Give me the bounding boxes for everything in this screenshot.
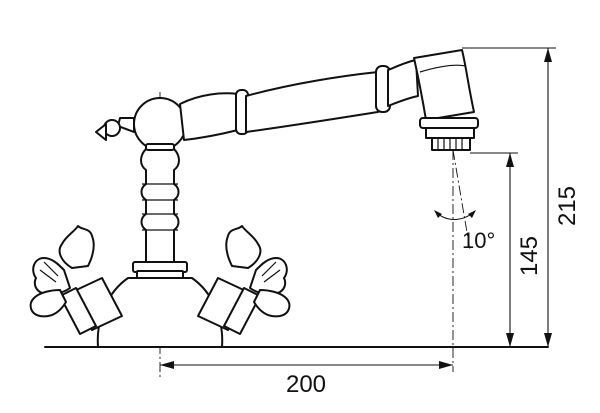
- angle-arc: [435, 211, 475, 221]
- left-cross-handle: [29, 225, 123, 335]
- total-height-label: 215: [554, 186, 581, 226]
- ball-head: [133, 97, 187, 151]
- spout-angle-label: 10°: [462, 228, 495, 253]
- spout-arm: [179, 59, 419, 141]
- central-column: [140, 145, 180, 263]
- right-cross-handle: [197, 225, 291, 335]
- width-label: 200: [286, 371, 326, 398]
- base-collar-lower: [136, 270, 184, 279]
- neck-ring: [145, 143, 175, 151]
- tilted-outlet-axis: [452, 149, 471, 251]
- side-knob: [95, 117, 135, 141]
- spout-height-label: 145: [516, 236, 543, 276]
- spout-tip: [413, 49, 479, 151]
